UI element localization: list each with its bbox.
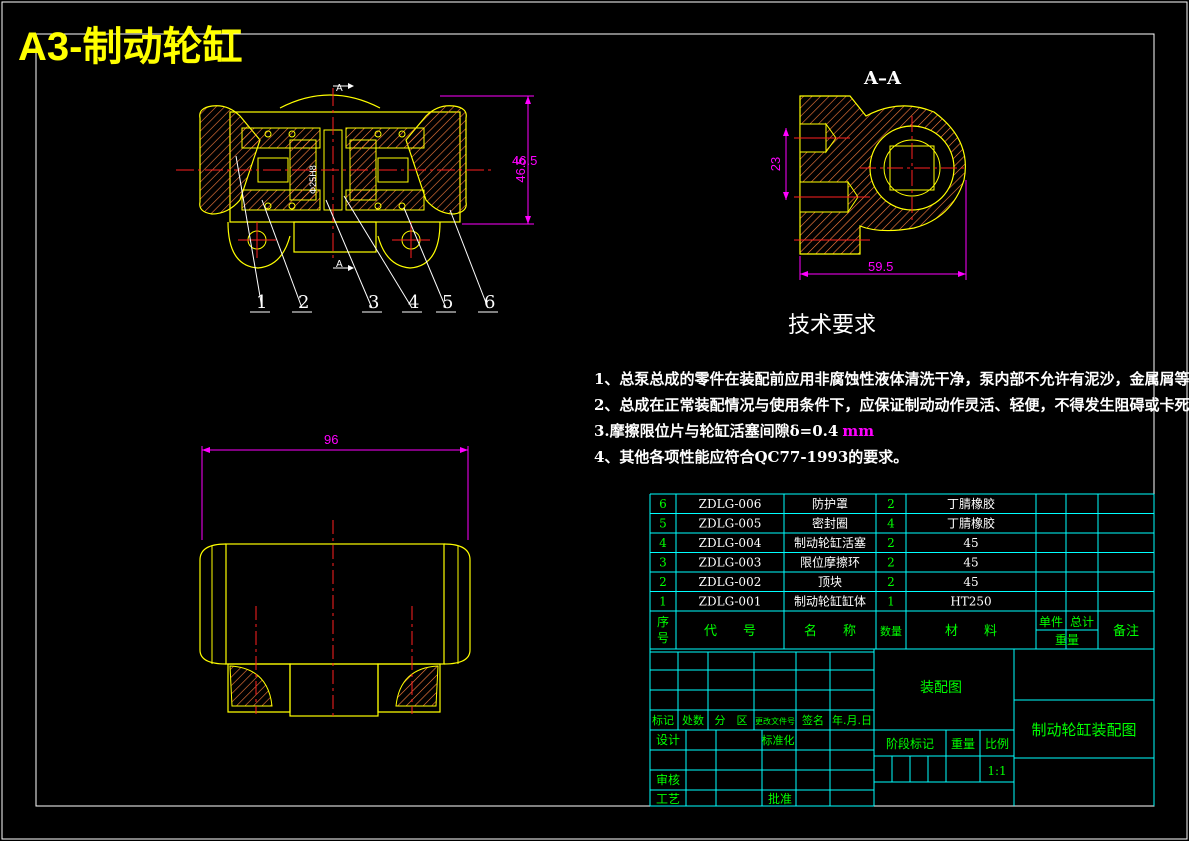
- tb-rev-label: 分 区: [715, 714, 748, 727]
- bom-row-material: 丁腈橡胶: [947, 496, 995, 511]
- bom-row-no: 3: [659, 556, 667, 570]
- section-mark-bottom: A: [336, 259, 343, 270]
- bom-row-qty: 1: [887, 595, 895, 609]
- bom-header-unit-weight: 单件: [1039, 615, 1063, 629]
- tb-assembly: 装配图: [920, 680, 962, 696]
- drawing-frame: [35, 33, 1155, 807]
- bom-row-no: 4: [659, 536, 667, 550]
- tech-req-item-3-text: 3.摩擦限位片与轮缸活塞间隙δ=0.4: [594, 422, 838, 440]
- title-block: 标记处数分 区更改文件号签名年.月.日设计 标准化审核工艺 批准 装配图阶段标记 重量比…: [649, 649, 1155, 807]
- bom-row-code: ZDLG-005: [699, 517, 762, 531]
- tech-requirements: 技术要求 1、总泵总成的零件在装配前应用非腐蚀性液体清洗干净，泵内部不允许有泥沙…: [594, 313, 1189, 466]
- bom-row-material: 45: [963, 575, 978, 589]
- tb-stage: 阶段标记: [886, 736, 934, 751]
- bom-row-no: 5: [659, 517, 667, 531]
- callout-2: 2: [298, 292, 309, 313]
- dim-height-front-label: 46.5: [512, 153, 537, 168]
- bom-row-name: 限位摩擦环: [800, 555, 860, 570]
- dim-height-front: 46.5: [513, 157, 528, 182]
- bom-header-qty: 数量: [880, 625, 902, 638]
- bom-row-no: 6: [659, 497, 667, 511]
- bom-row-material: HT250: [950, 595, 991, 609]
- dim-width-top: 96: [324, 432, 338, 447]
- front-view: A A Φ25H8 46.5 46.5: [176, 83, 537, 271]
- bom-row-code: ZDLG-006: [699, 497, 762, 511]
- bom-row-material: 丁腈橡胶: [947, 516, 995, 531]
- callout-numbers: 1 2 3 4 5 6: [256, 292, 495, 313]
- tb-rev-label: 标记: [652, 713, 674, 727]
- bom-header-remark: 备注: [1113, 623, 1139, 639]
- top-view: 96: [199, 432, 471, 720]
- tb-approve: 批准: [768, 791, 792, 806]
- tb-process: 工艺: [656, 792, 680, 806]
- bom-header-no-2: 号: [657, 631, 669, 645]
- tech-req-item-4: 4、其他各项性能应符合QC77-1993的要求。: [594, 448, 908, 466]
- tb-rev-label: 年.月.日: [832, 713, 872, 727]
- bom-row-qty: 2: [887, 575, 895, 589]
- bom-row-code: ZDLG-001: [699, 595, 762, 609]
- tech-req-heading: 技术要求: [788, 313, 876, 338]
- bom-row-qty: 2: [887, 497, 895, 511]
- bom-header-weight: 重量: [1055, 633, 1079, 647]
- tb-standard: 标准化: [762, 733, 795, 747]
- tb-design: 设计: [656, 733, 680, 747]
- callout-6: 6: [484, 292, 495, 313]
- callout-5: 5: [442, 292, 453, 313]
- bom-header-no: 序: [657, 614, 669, 629]
- section-title: A–A: [863, 68, 902, 89]
- bom-row-material: 45: [963, 556, 978, 570]
- bom-header-material: 材 料: [945, 624, 997, 639]
- tb-review: 审核: [656, 772, 680, 787]
- tb-scale: 1:1: [987, 764, 1006, 778]
- bom-row-code: ZDLG-002: [699, 575, 762, 589]
- dim-width-section: 59.5: [868, 259, 893, 274]
- section-view: A–A 23 59.5: [768, 68, 967, 280]
- tb-weight: 重量: [951, 737, 975, 751]
- bom-header-name: 名 称: [804, 623, 856, 639]
- tech-req-item-1: 1、总泵总成的零件在装配前应用非腐蚀性液体清洗干净，泵内部不允许有泥沙，金属屑等…: [594, 370, 1189, 388]
- dim-height-section: 23: [768, 157, 783, 171]
- callout-leaders: [235, 155, 498, 313]
- section-mark-top: A: [336, 83, 343, 94]
- bom-header-code: 代 号: [704, 624, 756, 639]
- tech-req-item-2: 2、总成在正常装配情况与使用条件下，应保证制动动作灵活、轻便，不得发生阻碍或卡死…: [594, 396, 1189, 414]
- bom-row-code: ZDLG-003: [699, 556, 762, 570]
- bom-row-no: 2: [659, 575, 667, 589]
- bom-row-name: 密封圈: [812, 516, 848, 531]
- bom-row-qty: 2: [887, 536, 895, 550]
- center-dimension-note: Φ25H8: [308, 165, 318, 194]
- bom-row-no: 1: [659, 595, 667, 609]
- tb-rev-label: 更改文件号: [755, 716, 795, 726]
- tb-rev-label: 处数: [682, 714, 704, 727]
- callout-1: 1: [256, 292, 267, 313]
- tech-req-item-3-unit: mm: [842, 422, 874, 440]
- tb-scale-label: 比例: [985, 737, 1009, 751]
- bom-header-total-weight: 总计: [1070, 615, 1094, 629]
- callout-4: 4: [408, 292, 419, 313]
- bom-row-qty: 4: [887, 517, 895, 531]
- sheet-title: A3-制动轮缸: [18, 24, 242, 69]
- bom-row-name: 制动轮缸缸体: [794, 594, 866, 609]
- bom-row-name: 制动轮缸活塞: [794, 535, 866, 550]
- tb-rev-label: 签名: [802, 713, 824, 727]
- bom-row-qty: 2: [887, 556, 895, 570]
- bom-row-code: ZDLG-004: [699, 536, 762, 550]
- callout-3: 3: [368, 292, 379, 313]
- bom-row-name: 防护罩: [812, 496, 848, 511]
- bom-row-material: 45: [963, 536, 978, 550]
- tb-drawing-name: 制动轮缸装配图: [1031, 721, 1136, 739]
- bom-row-name: 顶块: [818, 575, 842, 589]
